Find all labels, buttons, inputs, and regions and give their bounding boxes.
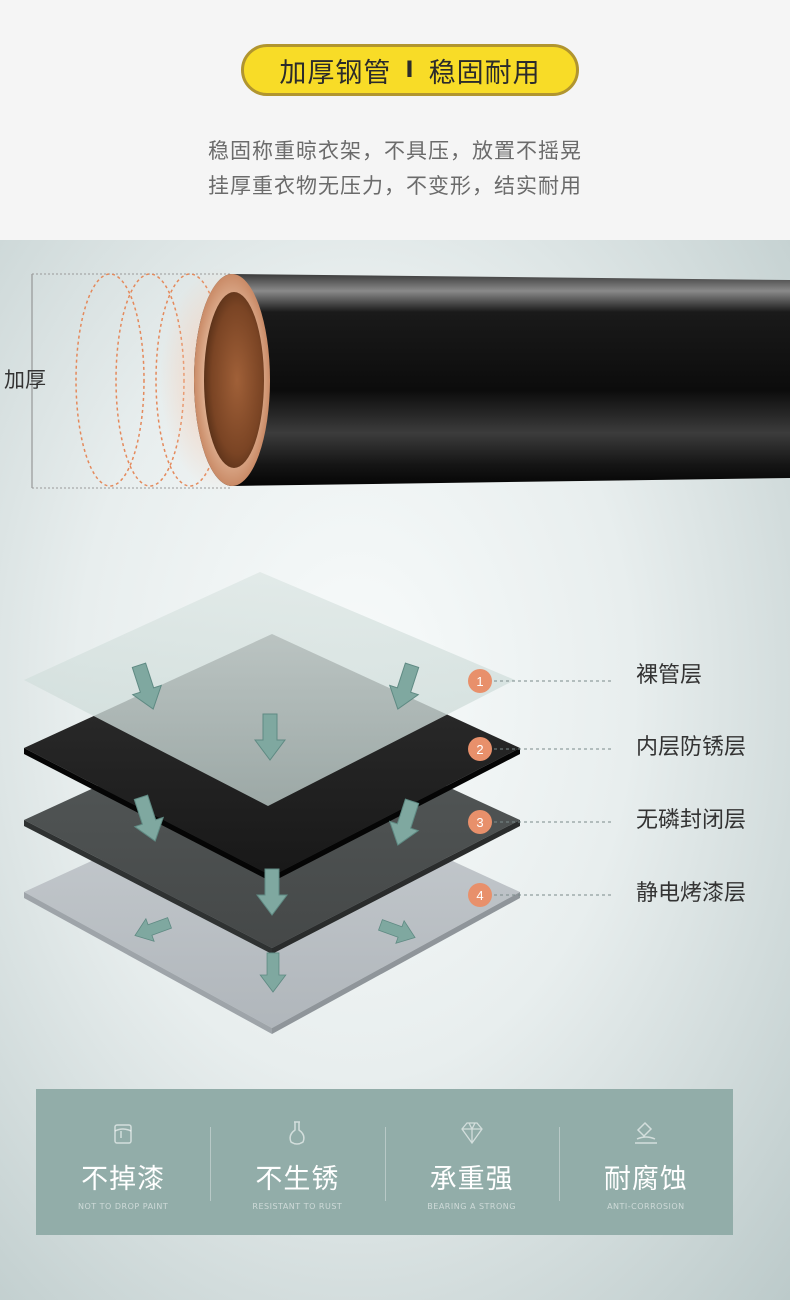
feature-subtitle: BEARING A STRONG xyxy=(427,1202,516,1211)
badge-1 xyxy=(468,669,492,693)
badge-4 xyxy=(468,883,492,907)
badge-3 xyxy=(468,810,492,834)
diamond-icon xyxy=(460,1122,483,1145)
layer-plane-3-edge-right xyxy=(272,820,520,954)
thickness-bracket xyxy=(31,273,230,489)
title-left: 加厚钢管 xyxy=(279,57,392,89)
badge-number: 3 xyxy=(476,815,483,830)
layer-plane-1 xyxy=(24,572,515,806)
subtitle-line-1: 稳固称重晾衣架，不具压，放置不摇晃 xyxy=(208,139,582,163)
title-separator: I xyxy=(405,57,415,83)
badge-2 xyxy=(468,737,492,761)
feature-rust-resistant: 不生锈 RESISTANT TO RUST xyxy=(210,1089,384,1235)
flask-icon xyxy=(289,1121,305,1145)
badge-number: 1 xyxy=(476,674,483,689)
layer-label-1: 裸管层 xyxy=(636,663,703,688)
feature-subtitle: NOT TO DROP PAINT xyxy=(77,1202,169,1211)
anti-corrosion-icon xyxy=(634,1121,657,1144)
title-badge: 加厚钢管 I 稳固耐用 xyxy=(241,44,579,96)
pipe-inner xyxy=(204,292,264,468)
badge-number: 2 xyxy=(476,742,483,757)
feature-title: 耐腐蚀 xyxy=(603,1164,688,1195)
feature-strong-bearing: 承重强 BEARING A STRONG xyxy=(384,1089,559,1235)
layer-plane-3-edge xyxy=(24,820,272,954)
layer-label-4: 静电烤漆层 xyxy=(636,881,747,906)
layer-plane-2-edge-right xyxy=(272,748,520,882)
layer-label-3: 无磷封闭层 xyxy=(636,808,747,833)
title-right: 稳固耐用 xyxy=(428,57,541,89)
callout-lines xyxy=(494,680,614,896)
header-section: 加厚钢管 I 稳固耐用 稳固称重晾衣架，不具压，放置不摇晃 挂厚重衣物无压力，不… xyxy=(0,0,790,240)
badge-number: 4 xyxy=(476,888,483,903)
layer-badges: 1 2 3 4 xyxy=(468,669,492,907)
feature-subtitle: RESISTANT TO RUST xyxy=(252,1202,343,1211)
paint-bucket-icon xyxy=(114,1124,132,1144)
layer-plane-4-edge xyxy=(24,892,272,1034)
feature-panel: 不掉漆 NOT TO DROP PAINT 不生锈 RESISTANT TO R… xyxy=(36,1089,733,1235)
feature-subtitle: ANTI-CORROSION xyxy=(607,1202,685,1211)
layer-label-2: 内层防锈层 xyxy=(636,735,747,760)
layer-plane-4-edge-right xyxy=(272,892,520,1034)
feature-title: 承重强 xyxy=(429,1164,514,1195)
feature-title: 不生锈 xyxy=(255,1164,340,1195)
thickness-label: 加厚 xyxy=(4,368,46,392)
steel-pipe-body xyxy=(194,274,790,486)
feature-title: 不掉漆 xyxy=(81,1164,166,1195)
feature-no-paint-drop: 不掉漆 NOT TO DROP PAINT xyxy=(36,1089,210,1235)
feature-anti-corrosion: 耐腐蚀 ANTI-CORROSION xyxy=(558,1089,733,1235)
subtitle-line-2: 挂厚重衣物无压力，不变形，结实耐用 xyxy=(208,174,582,198)
